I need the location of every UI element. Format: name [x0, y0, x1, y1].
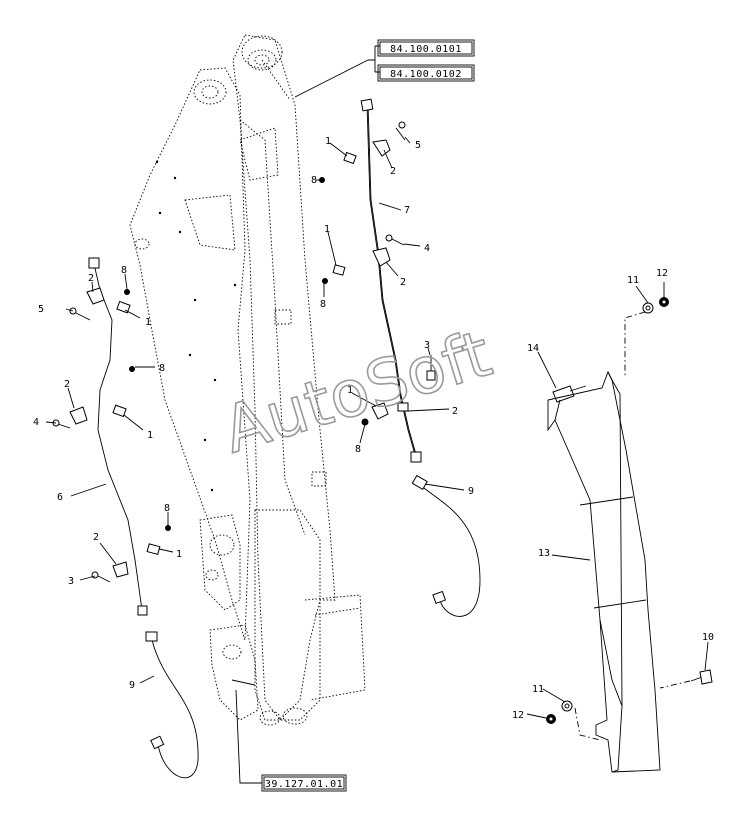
callout-2: 2 — [400, 277, 406, 288]
guard-plate — [547, 370, 661, 773]
callout-2: 2 — [452, 406, 458, 417]
reference-code-text: 39.127.01.01 — [265, 779, 343, 790]
callout-1: 1 — [324, 224, 330, 235]
callout-2: 2 — [88, 273, 94, 284]
callout-8: 8 — [159, 363, 165, 374]
callout-10: 10 — [702, 632, 714, 643]
callout-8: 8 — [121, 265, 127, 276]
callout-5: 5 — [38, 304, 44, 315]
reference-code-bottom: 39.127.01.01 — [261, 774, 347, 792]
callout-labels: 1 2 5 8 7 1 4 2 8 3 1 2 8 9 2 8 5 1 8 2 … — [33, 136, 714, 721]
callout-3: 3 — [424, 340, 430, 351]
callout-12: 12 — [512, 710, 524, 721]
callout-1: 1 — [325, 136, 331, 147]
callout-3: 3 — [68, 576, 74, 587]
callout-4: 4 — [33, 417, 39, 428]
callout-12: 12 — [656, 268, 668, 279]
hydraulic-lines — [88, 98, 481, 779]
callout-6: 6 — [57, 492, 63, 503]
callout-4: 4 — [424, 243, 430, 254]
callout-13: 13 — [538, 548, 550, 559]
callout-9: 9 — [129, 680, 135, 691]
hardware-parts — [52, 121, 713, 724]
reference-code-text: 84.100.0102 — [390, 69, 462, 80]
callout-8: 8 — [320, 299, 326, 310]
reference-code-text: 84.100.0101 — [390, 44, 462, 55]
callout-2: 2 — [390, 166, 396, 177]
callout-11: 11 — [532, 684, 544, 695]
reference-code-top-1: 84.100.0101 — [377, 39, 475, 57]
callout-11: 11 — [627, 275, 639, 286]
callout-5: 5 — [415, 140, 421, 151]
leader-lines — [45, 45, 709, 784]
callout-1: 1 — [176, 549, 182, 560]
boom-assembly — [129, 34, 366, 726]
callout-2: 2 — [93, 532, 99, 543]
callout-1: 1 — [147, 430, 153, 441]
callout-1: 1 — [347, 385, 353, 396]
callout-8: 8 — [355, 444, 361, 455]
alignment-lines — [574, 311, 691, 741]
callout-1: 1 — [145, 317, 151, 328]
callout-8: 8 — [164, 503, 170, 514]
callout-2: 2 — [64, 379, 70, 390]
reference-code-top-2: 84.100.0102 — [377, 64, 475, 82]
callout-14: 14 — [527, 343, 539, 354]
callout-7: 7 — [404, 205, 410, 216]
callout-9: 9 — [468, 486, 474, 497]
callout-8: 8 — [311, 175, 317, 186]
